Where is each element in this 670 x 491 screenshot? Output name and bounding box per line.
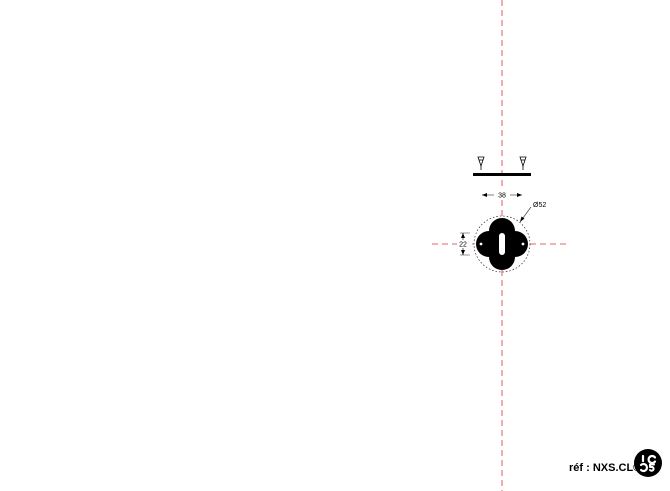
- dimension-diameter: Ø52: [519, 202, 546, 223]
- screw-right-icon: [519, 156, 527, 170]
- screw-left-icon: [477, 156, 485, 170]
- key-slot: [499, 233, 505, 255]
- diameter-reference-circle: [473, 215, 531, 273]
- screw-hole-right: [521, 242, 525, 246]
- plate-side-profile: [473, 173, 531, 176]
- dimension-height-label: 22: [459, 242, 467, 249]
- side-view: [473, 156, 531, 176]
- screw-hole-left: [479, 242, 483, 246]
- dimension-width-label: 38: [498, 193, 506, 200]
- reference-label: réf : NXS.CL©: [569, 462, 642, 474]
- dimension-width: 38: [482, 190, 522, 200]
- dimension-height: 22: [457, 232, 470, 256]
- brand-logo-icon: [634, 449, 662, 477]
- dimension-diameter-label: Ø52: [533, 202, 546, 209]
